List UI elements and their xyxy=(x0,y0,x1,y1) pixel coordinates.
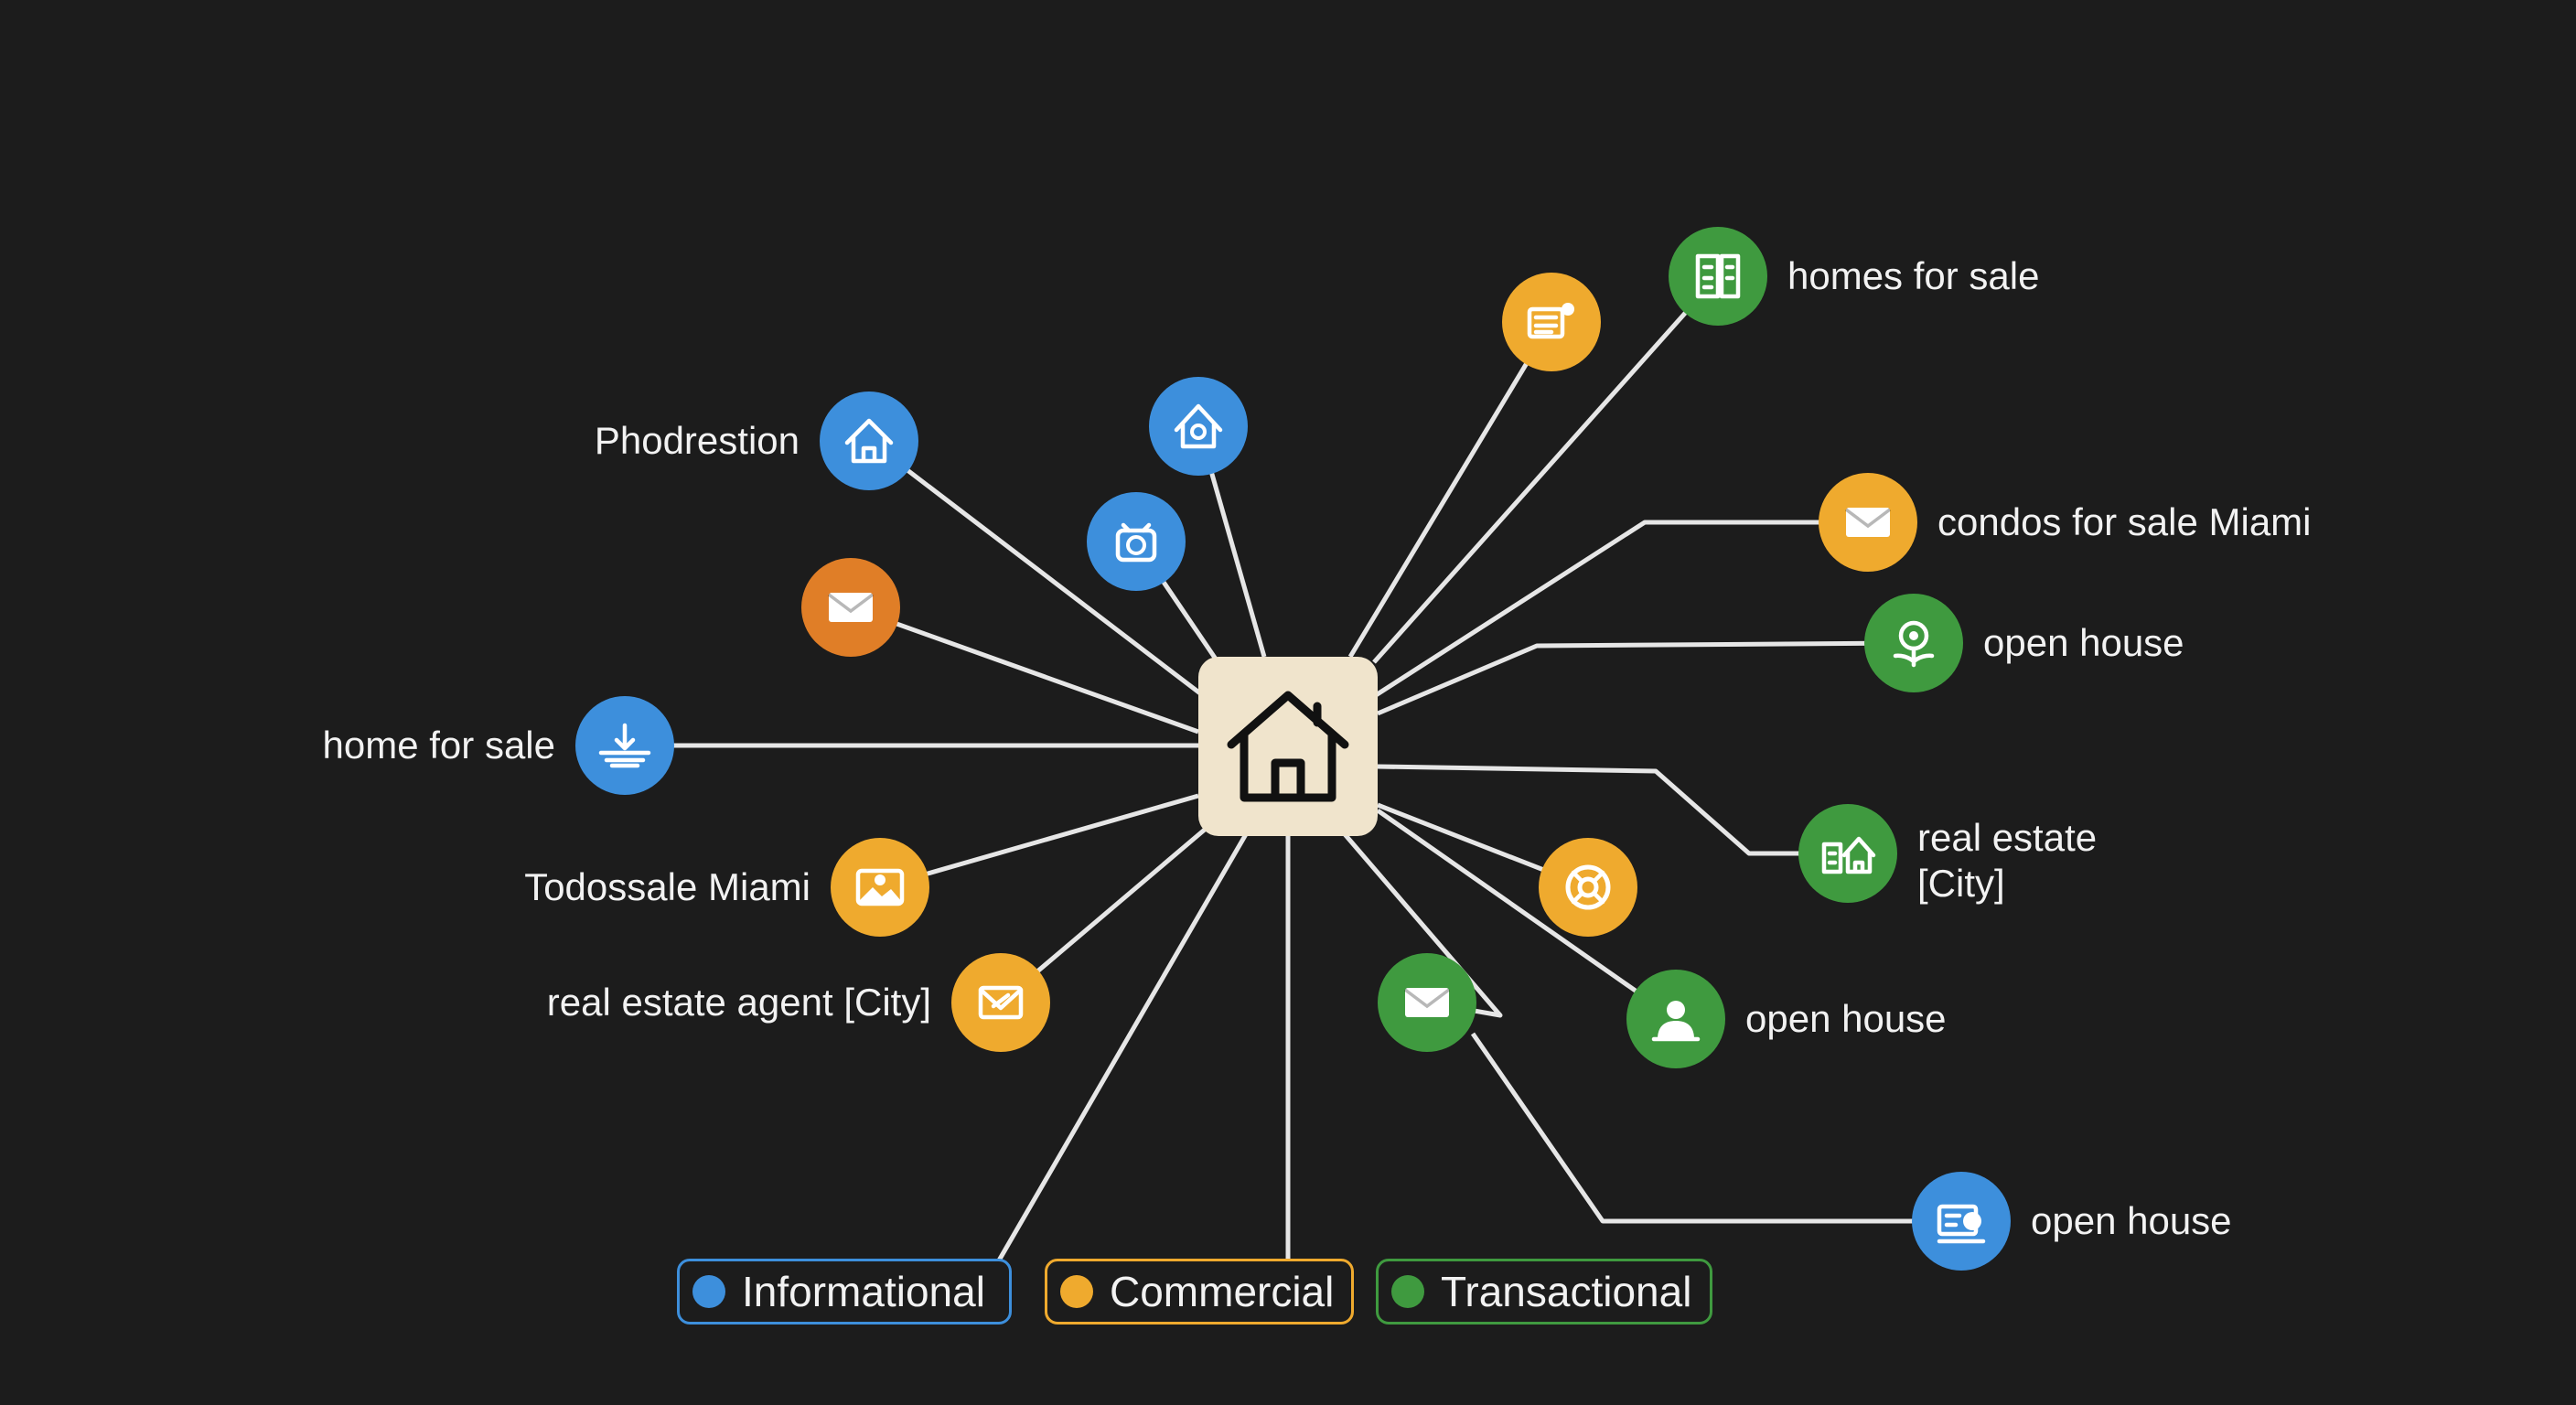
commercial-dot xyxy=(1060,1275,1093,1308)
keyword-nodes xyxy=(575,227,2011,1271)
node-open-house-3[interactable] xyxy=(1912,1172,2011,1271)
card-icon xyxy=(1937,1204,1986,1244)
node-label-open-house-1: open house xyxy=(1983,621,2184,664)
node-circle xyxy=(820,391,918,490)
connector-open-house-1 xyxy=(1377,640,1915,716)
node-open-house-2[interactable] xyxy=(1626,970,1725,1068)
connector-open-house-2 xyxy=(1376,808,1678,1022)
mail-icon xyxy=(827,593,875,622)
hub-box xyxy=(1198,657,1378,836)
legend-label: Transactional xyxy=(1441,1268,1692,1315)
flower-icon xyxy=(1893,620,1935,668)
transactional-dot xyxy=(1391,1275,1424,1308)
list-icon xyxy=(1527,303,1574,339)
node-label-real-estate-city: real estate[City] xyxy=(1917,816,2098,905)
informational-dot xyxy=(692,1275,725,1308)
node-orange-mail[interactable] xyxy=(801,558,900,657)
hub-node[interactable] xyxy=(1198,657,1378,836)
node-label-home-for-sale: home for sale xyxy=(322,724,555,767)
connector-phodrestion xyxy=(867,439,1202,695)
node-alarm-blue[interactable] xyxy=(1087,492,1186,591)
node-open-house-1[interactable] xyxy=(1864,594,1963,692)
connector-orange-mail xyxy=(850,605,1199,735)
node-phodrestion[interactable] xyxy=(820,391,918,490)
node-yellow-lifebuoy[interactable] xyxy=(1539,838,1637,937)
node-label-open-house-3: open house xyxy=(2031,1199,2232,1242)
node-yellow-top[interactable] xyxy=(1502,273,1601,371)
building-icon xyxy=(1695,253,1741,299)
connector-todossale-miami xyxy=(879,793,1199,890)
connector-homes-for-sale xyxy=(1372,274,1720,664)
node-label-phodrestion: Phodrestion xyxy=(594,419,800,462)
person-icon xyxy=(1651,1001,1701,1042)
node-home-for-sale[interactable] xyxy=(575,696,674,795)
connector-legend-0 xyxy=(996,832,1249,1262)
home-camera-icon xyxy=(1174,403,1223,449)
node-green-mail[interactable] xyxy=(1378,953,1476,1052)
node-top-blue[interactable] xyxy=(1149,377,1248,476)
alarm-icon xyxy=(1115,522,1157,563)
node-label-open-house-2: open house xyxy=(1745,997,1947,1040)
node-todossale-miami[interactable] xyxy=(831,838,929,937)
envelope-icon xyxy=(978,985,1024,1020)
node-real-estate-city[interactable] xyxy=(1798,804,1897,903)
node-label-homes-for-sale: homes for sale xyxy=(1787,254,2040,297)
node-real-estate-agent[interactable] xyxy=(951,953,1050,1052)
node-label-condos-for-sale-miami: condos for sale Miami xyxy=(1937,500,2312,543)
legend-label: Commercial xyxy=(1110,1268,1335,1315)
legend-informational[interactable]: Informational xyxy=(677,1259,1012,1325)
connector-yellow-top xyxy=(1347,320,1554,659)
legend-commercial[interactable]: Commercial xyxy=(1045,1259,1354,1325)
node-circle xyxy=(1539,838,1637,937)
connector-real-estate-city xyxy=(1377,764,1848,856)
house-icon xyxy=(844,418,894,464)
connector-condos-for-sale-miami xyxy=(1374,520,1868,698)
node-label-real-estate-agent: real estate agent [City] xyxy=(546,981,931,1024)
legend-label: Informational xyxy=(742,1268,985,1315)
node-circle xyxy=(831,838,929,937)
node-circle xyxy=(1864,594,1963,692)
node-condos-for-sale-miami[interactable] xyxy=(1819,473,1917,572)
node-circle xyxy=(1087,492,1186,591)
node-circle xyxy=(1912,1172,2011,1271)
node-homes-for-sale[interactable] xyxy=(1669,227,1767,326)
download-icon xyxy=(598,723,651,768)
legend-transactional[interactable]: Transactional xyxy=(1376,1259,1712,1325)
lifebuoy-icon xyxy=(1565,864,1611,910)
mail-icon xyxy=(1403,988,1451,1017)
image-icon xyxy=(855,868,905,906)
mail-icon xyxy=(1844,508,1892,537)
node-circle xyxy=(1502,273,1601,371)
house-icon xyxy=(1227,691,1349,802)
connector-open-house-3 xyxy=(1470,1032,1961,1224)
home-building-icon xyxy=(1821,836,1876,874)
node-label-todossale-miami: Todossale Miami xyxy=(524,865,810,908)
